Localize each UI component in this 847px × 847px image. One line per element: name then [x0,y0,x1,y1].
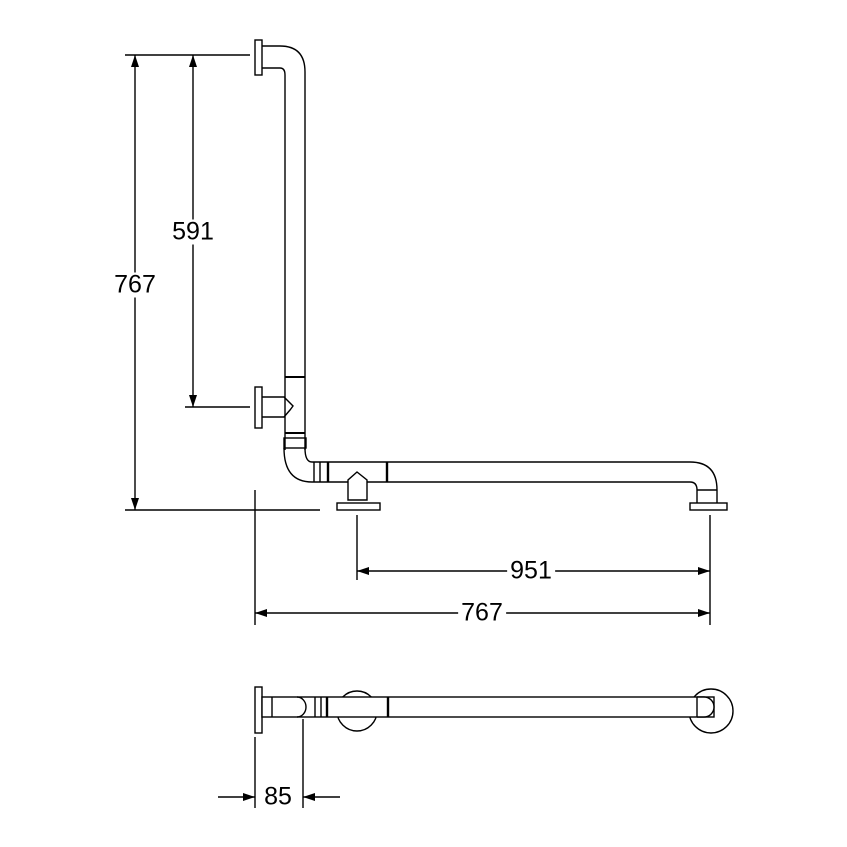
floor-stub [347,471,368,501]
dimension-vertical-flange-spacing: 591 [169,219,217,245]
front-view [254,39,728,511]
middle-stub [262,396,294,418]
dimension-horizontal-flange-spacing: 951 [507,558,555,584]
dimension-total-width: 767 [458,600,506,626]
floor-flange [336,502,381,511]
top-wall-flange [254,39,263,76]
top-view [254,686,734,734]
right-elbow [689,461,718,503]
right-floor-flange [689,502,728,511]
middle-wall-flange [254,386,263,429]
dimension-total-height: 767 [111,272,159,298]
dimension-wall-projection: 85 [264,782,292,811]
dimension-lines [125,54,711,808]
bottom-elbow [283,447,313,483]
top-elbow [262,45,306,76]
